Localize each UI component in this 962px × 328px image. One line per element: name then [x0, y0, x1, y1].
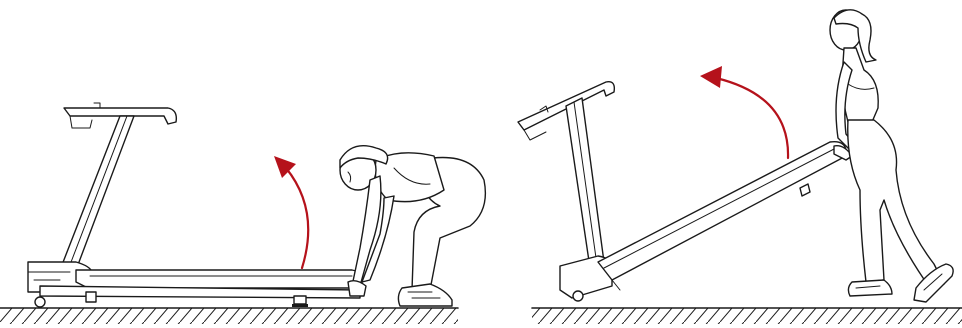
shoe-left [398, 284, 452, 306]
deck-left [76, 270, 362, 288]
curved-up-arrow-icon [274, 156, 308, 268]
treadmill-tilted [518, 82, 846, 301]
legs-right [848, 120, 944, 288]
front-wheel-right [573, 291, 583, 301]
shoe-right-front [848, 280, 892, 296]
floor-left [0, 308, 458, 324]
floor-right [532, 308, 962, 324]
person-squatting [340, 146, 485, 306]
rear-foot-right [800, 184, 810, 196]
curved-up-arrow-icon [700, 66, 788, 158]
panel-step-2 [518, 10, 962, 324]
front-wheel-left [35, 297, 45, 307]
panel-step-1 [0, 103, 485, 324]
hand-left [348, 281, 366, 296]
rear-foot-left [294, 296, 306, 304]
treadmill-flat [28, 103, 362, 307]
person-standing [830, 10, 953, 302]
